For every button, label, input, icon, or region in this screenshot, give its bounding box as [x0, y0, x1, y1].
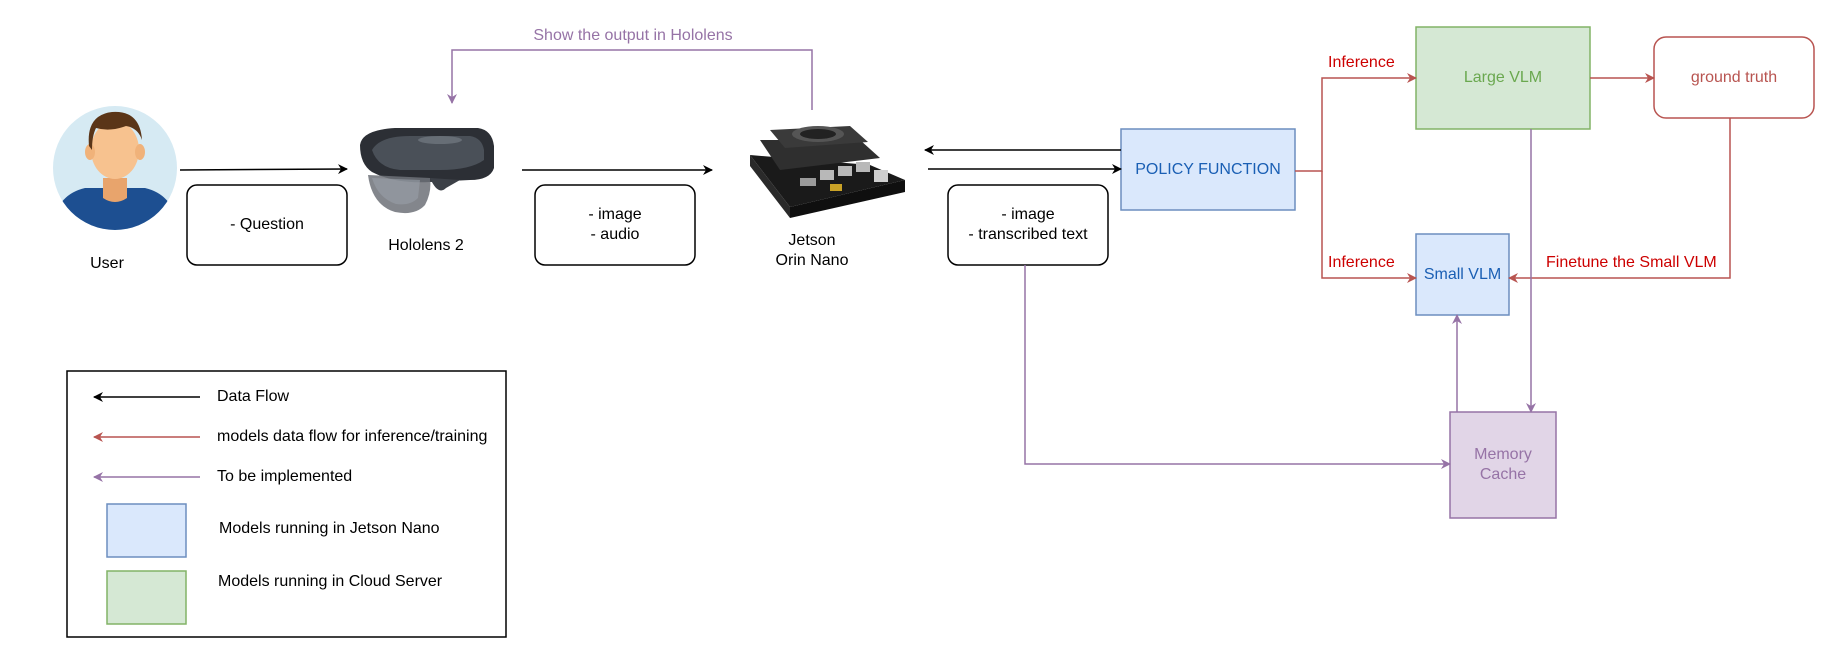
legend-green-swatch — [106, 570, 187, 625]
hololens-headset-icon — [360, 128, 494, 214]
legend-blue-swatch — [106, 503, 187, 558]
arrow-policy-to-small-vlm — [1321, 171, 1417, 283]
policy-function-label: POLICY FUNCTION — [1135, 160, 1281, 178]
arrow-ground-truth-to-small-vlm — [1508, 118, 1731, 283]
large-vlm-label: Large VLM — [1463, 69, 1543, 86]
jetson-board-icon — [750, 126, 905, 218]
jetson-label: Jetson Orin Nano — [775, 232, 849, 269]
ground-truth-label: ground truth — [1690, 68, 1778, 86]
large-vlm-box — [1415, 26, 1591, 130]
image-audio-message-box — [534, 184, 696, 266]
arrow-user-to-hololens — [179, 164, 348, 175]
user-avatar-icon — [53, 106, 177, 230]
show-output-label: Show the output in Hololens — [533, 27, 733, 44]
policy-function-box — [1120, 128, 1296, 211]
legend-jetson-models-label: Models running in Jetson Nano — [219, 520, 440, 537]
question-message-box — [186, 184, 348, 266]
arrow-jetson-to-hololens-output — [447, 49, 813, 110]
finetune-label: Finetune the Small VLM — [1546, 254, 1717, 271]
question-text: - Question — [230, 216, 304, 233]
image-text-text: - image - transcribed text — [968, 206, 1088, 243]
inference-bottom-label: Inference — [1328, 254, 1395, 271]
user-label: User — [90, 255, 124, 272]
image-text-message-box — [947, 184, 1109, 266]
legend-to-implement-label: To be implemented — [217, 468, 353, 485]
memory-cache-box — [1449, 411, 1557, 519]
hololens-label: Hololens 2 — [388, 237, 464, 254]
inference-top-label: Inference — [1328, 54, 1395, 71]
arrow-policy-to-large-vlm — [1295, 73, 1417, 172]
small-vlm-box — [1415, 233, 1510, 316]
memory-cache-label: Memory Cache — [1474, 446, 1532, 483]
legend-data-flow-label: Data Flow — [217, 388, 290, 405]
legend-cloud-models-label: Models running in Cloud Server — [218, 573, 443, 590]
image-audio-text: - image - audio — [588, 206, 642, 243]
legend-models-flow-label: models data flow for inference/training — [217, 428, 488, 445]
small-vlm-label: Small VLM — [1423, 265, 1502, 283]
arrow-message-to-memory-cache — [1024, 265, 1451, 469]
